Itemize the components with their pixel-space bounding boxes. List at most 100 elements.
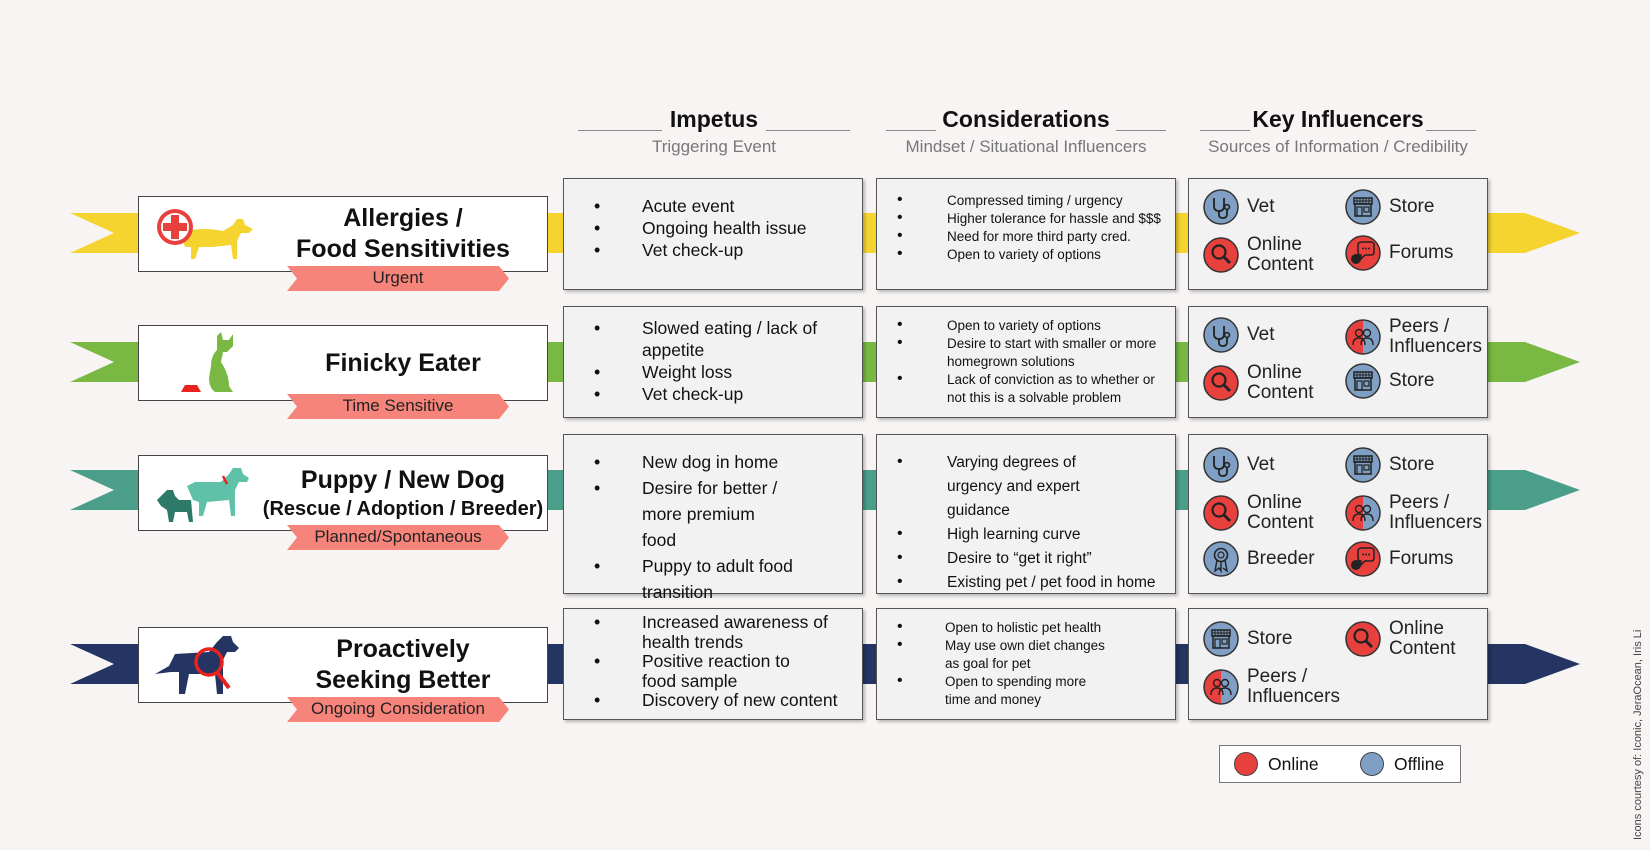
segment-title-line: Proactively <box>336 635 469 663</box>
influencer-label: Store <box>1389 371 1434 391</box>
consideration-item: Higher tolerance for hassle and $$$ <box>895 210 1169 228</box>
impetus-subtitle: Triggering Event <box>578 137 850 157</box>
influencer-peers: Peers / Influencers <box>1345 493 1485 533</box>
header-rule <box>886 130 936 131</box>
influencer-forums: Forums <box>1345 235 1453 271</box>
influencer-label: Store <box>1389 455 1434 475</box>
segment-card-allergies: Allergies / Food Sensitivities <box>138 196 548 272</box>
consideration-item: Existing pet / pet food in home <box>895 571 1169 595</box>
legend-offline: Offline <box>1360 752 1444 776</box>
header-rule <box>1426 130 1476 131</box>
segment-title-line: Seeking Better <box>315 666 490 694</box>
influencer-peers: Peers / Influencers <box>1203 667 1347 707</box>
impetus-header: Impetus Triggering Event <box>578 106 850 157</box>
dog-medical-icon <box>153 201 253 274</box>
influencers-box: Vet Store Online Content Peers / Influen… <box>1188 434 1488 594</box>
consideration-item: Open to holistic pet health <box>895 619 1115 637</box>
consideration-item: Varying degrees of urgency and expert gu… <box>895 451 1127 523</box>
impetus-item: Weight loss <box>592 361 852 383</box>
header-rule <box>1116 130 1166 131</box>
legend-offline-label: Offline <box>1394 754 1444 775</box>
magnifier-icon <box>1203 237 1239 273</box>
influencers-box: Vet Peers / Influencers Online Content S… <box>1188 306 1488 418</box>
influencer-store: Store <box>1345 363 1434 399</box>
influencer-online-content: Online Content <box>1345 619 1469 659</box>
storefront-icon <box>1345 447 1381 483</box>
influencer-label: Forums <box>1389 243 1453 263</box>
considerations-box: Compressed timing / urgency Higher toler… <box>876 178 1176 290</box>
people-icon <box>1345 495 1381 531</box>
header-rule <box>578 130 662 131</box>
segment-title: Allergies / Food Sensitivities <box>259 197 547 271</box>
influencer-store: Store <box>1345 447 1434 483</box>
consideration-item: Open to variety of options <box>895 317 1169 335</box>
legend: Online Offline <box>1219 745 1461 783</box>
influencer-store: Store <box>1345 189 1434 225</box>
storefront-icon <box>1345 189 1381 225</box>
legend-online-label: Online <box>1268 754 1319 775</box>
influencer-label: Vet <box>1247 455 1274 475</box>
impetus-title: Impetus <box>662 106 766 133</box>
urgency-tag-label: Urgent <box>287 268 509 288</box>
influencer-online-content: Online Content <box>1203 363 1327 403</box>
influencer-label: Online Content <box>1247 493 1327 533</box>
magnifier-icon <box>1203 495 1239 531</box>
influencers-box: Store Online Content Peers / Influencers <box>1188 608 1488 720</box>
consideration-item: May use own diet changes as goal for pet <box>895 637 1115 673</box>
influencer-label: Breeder <box>1247 549 1315 569</box>
impetus-item: Slowed eating / lack of appetite <box>592 317 852 361</box>
influencer-peers: Peers / Influencers <box>1345 317 1485 357</box>
consideration-item: Lack of conviction as to whether or not … <box>895 371 1169 407</box>
impetus-box: Acute event Ongoing health issue Vet che… <box>563 178 863 290</box>
considerations-box: Open to holistic pet health May use own … <box>876 608 1176 720</box>
urgency-tag-label: Planned/Spontaneous <box>287 527 509 547</box>
chat-bubbles-icon <box>1345 235 1381 271</box>
magnifier-icon <box>1203 365 1239 401</box>
segment-title: ProactivelySeeking Better <box>259 628 547 702</box>
offline-dot-icon <box>1360 752 1384 776</box>
influencers-title: Key Influencers <box>1244 106 1431 133</box>
dog-search-icon <box>153 632 253 705</box>
consideration-item: Desire to “get it right” <box>895 547 1169 571</box>
considerations-title: Considerations <box>934 106 1117 133</box>
consideration-item: Open to spending more time and money <box>895 673 1115 709</box>
impetus-box: New dog in home Desire for better / more… <box>563 434 863 594</box>
header-rule <box>766 130 850 131</box>
influencer-label: Vet <box>1247 197 1274 217</box>
urgency-tag: Time Sensitive <box>287 394 509 419</box>
influencer-vet: Vet <box>1203 447 1274 483</box>
impetus-item: Vet check-up <box>592 383 852 405</box>
urgency-tag-label: Time Sensitive <box>287 396 509 416</box>
storefront-icon <box>1345 363 1381 399</box>
legend-online: Online <box>1234 752 1319 776</box>
segment-title-line: Allergies / <box>343 204 463 232</box>
considerations-subtitle: Mindset / Situational Influencers <box>886 137 1166 157</box>
influencer-online-content: Online Content <box>1203 493 1327 533</box>
segment-subtitle: (Rescue / Adoption / Breeder) <box>263 496 543 522</box>
influencers-header: Key Influencers Sources of Information /… <box>1200 106 1476 157</box>
segment-title-line: Food Sensitivities <box>296 235 510 263</box>
impetus-item: New dog in home <box>592 449 852 475</box>
segment-title: Finicky Eater <box>259 326 547 400</box>
impetus-item: Increased awareness of health trends <box>592 613 842 652</box>
consideration-item: Need for more third party cred. <box>895 228 1169 246</box>
consideration-item: Open to variety of options <box>895 246 1169 264</box>
influencer-label: Peers / Influencers <box>1389 317 1485 357</box>
influencer-vet: Vet <box>1203 189 1274 225</box>
impetus-item: Discovery of new content <box>592 691 852 711</box>
impetus-item: Ongoing health issue <box>592 217 852 239</box>
chat-bubbles-icon <box>1345 541 1381 577</box>
influencer-vet: Vet <box>1203 317 1274 353</box>
urgency-tag-label: Ongoing Consideration <box>287 699 509 719</box>
influencer-label: Store <box>1389 197 1434 217</box>
magnifier-icon <box>1345 621 1381 657</box>
considerations-box: Varying degrees of urgency and expert gu… <box>876 434 1176 594</box>
stethoscope-icon <box>1203 317 1239 353</box>
considerations-box: Open to variety of options Desire to sta… <box>876 306 1176 418</box>
influencer-breeder: Breeder <box>1203 541 1315 577</box>
impetus-item: Acute event <box>592 195 852 217</box>
influencer-label: Store <box>1247 629 1292 649</box>
impetus-item: Vet check-up <box>592 239 852 261</box>
urgency-tag: Ongoing Consideration <box>287 697 509 722</box>
